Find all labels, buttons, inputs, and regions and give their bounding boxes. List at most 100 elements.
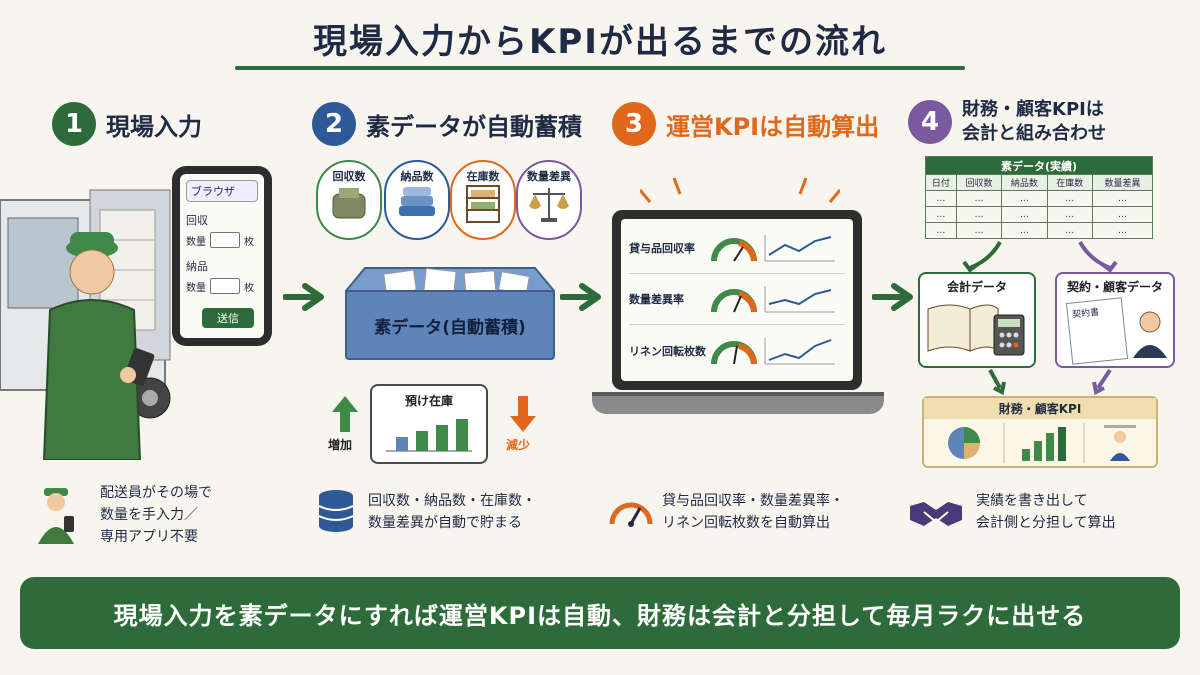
contract-document: 契約書 [1065, 297, 1129, 365]
flow-arrow-2 [560, 283, 601, 311]
data-circle-delivery: 納品数 [384, 160, 450, 240]
step3-title: 運営KPIは自動算出 [666, 112, 880, 141]
table-row: …………… [925, 222, 1154, 239]
phone-mockup: ブラウザ 回収 数量 枚 納品 数量 枚 送信 [172, 166, 272, 346]
delivery-worker-icon [38, 488, 74, 544]
table-header: 日付 [925, 174, 957, 191]
step3-number: 3 [612, 102, 656, 146]
contract-title: 契約・顧客データ [1066, 280, 1163, 294]
send-button[interactable]: 送信 [202, 308, 254, 328]
data-circle-difference: 数量差異 [516, 160, 582, 240]
sparkle-lines-icon [640, 177, 840, 203]
collection-qty-input[interactable] [210, 232, 240, 248]
person-icon [1133, 311, 1167, 358]
step2-number: 2 [312, 102, 356, 146]
increase-arrow-icon [332, 396, 358, 432]
step4-header: 4 財務・顧客KPIは 会計と組み合わせ [908, 98, 1106, 146]
kpi-name: リネン回転枚数 [629, 344, 706, 358]
data-circle-collection: 回収数 [316, 160, 382, 240]
line-chart-icon [764, 286, 835, 313]
kpi-dashboard: 貸与品回収率 数量差異率 リネン回転枚数 [621, 219, 853, 381]
gauge-icon [711, 340, 757, 364]
collection-qty-label: 数量 [186, 236, 206, 248]
table-header: 数量差異 [1091, 174, 1154, 191]
data-circle-label: 回収数 [332, 170, 366, 183]
raw-data-table: 素データ(実績) 日付 回収数 納品数 在庫数 数量差異 …………… ……………… [925, 156, 1154, 239]
flow-arrow-1 [283, 283, 324, 311]
collection-unit-label: 枚 [244, 236, 254, 248]
step3-header: 3 運営KPIは自動算出 [612, 102, 879, 146]
step4-title-line1: 財務・顧客KPIは [962, 99, 1104, 120]
papers-in-box-illustration [345, 267, 555, 295]
step4-title-line2: 会計と組み合わせ [962, 123, 1106, 144]
decrease-arrow-icon [510, 396, 536, 432]
inventory-card: 預け在庫 [370, 384, 488, 464]
kpi-name: 数量差異率 [629, 293, 684, 306]
step2-title: 素データが自動蓄積 [366, 112, 582, 141]
fin-kpi-title: 財務・顧客KPI [924, 398, 1156, 419]
inventory-bar-chart [386, 419, 472, 452]
data-circle-inventory: 在庫数 [450, 160, 516, 240]
database-icon [318, 490, 354, 532]
delivery-qty-input[interactable] [210, 278, 240, 294]
title-underline [235, 66, 965, 70]
raw-table-caption: 素データ(実績) [925, 156, 1153, 175]
flow-arrow-3 [872, 283, 913, 311]
kpi-row: 貸与品回収率 [629, 223, 845, 274]
scale-icon [529, 188, 569, 222]
table-header: 在庫数 [1046, 174, 1093, 191]
step4-number: 4 [908, 100, 952, 144]
caption-step4: 実績を書き出して 会計側と分担して算出 [976, 493, 1116, 531]
speedometer-icon [609, 502, 653, 527]
line-chart-icon [764, 337, 835, 364]
data-circle-label: 数量差異 [527, 170, 571, 183]
fin-kpi-charts [948, 423, 1136, 463]
split-arrows-icon [962, 240, 1118, 273]
raw-data-box: 素データ(自動蓄積) [345, 290, 555, 360]
caption-step3: 貸与品回収率・数量差異率・ リネン回転枚数を自動算出 [662, 493, 844, 531]
fin-kpi-card: 財務・顧客KPI [922, 396, 1158, 468]
accounting-data-card: 会計データ [918, 272, 1036, 368]
kpi-name: 貸与品回収率 [629, 242, 695, 255]
shelf-icon [466, 185, 500, 223]
accounting-title: 会計データ [946, 280, 1007, 294]
gauge-icon [711, 238, 757, 262]
laundry-bags-icon [332, 188, 366, 219]
laptop-base [592, 392, 884, 414]
table-header: 回収数 [955, 174, 1003, 191]
table-row: …………… [925, 190, 1154, 207]
step2-header: 2 素データが自動蓄積 [312, 102, 582, 146]
increase-label: 増加 [328, 438, 353, 452]
delivery-qty-label: 数量 [186, 282, 206, 294]
delivery-unit-label: 枚 [244, 282, 254, 294]
contract-doc-label: 契約書 [1071, 307, 1100, 321]
browser-bar: ブラウザ [186, 180, 258, 202]
phone-screen: ブラウザ 回収 数量 枚 納品 数量 枚 送信 [180, 174, 264, 338]
table-row: …………… [925, 206, 1154, 223]
ledger-calculator-icon [927, 304, 1025, 356]
data-circle-label: 在庫数 [466, 170, 500, 183]
table-header: 納品数 [1001, 174, 1048, 191]
laptop-screen: 貸与品回収率 数量差異率 リネン回転枚数 [612, 210, 862, 390]
step1-title: 現場入力 [106, 112, 202, 141]
step1-header: 1 現場入力 [52, 102, 202, 146]
data-circle-label: 納品数 [400, 170, 434, 183]
delivery-section-label: 納品 [186, 260, 208, 273]
page-title: 現場入力からKPIが出るまでの流れ [313, 22, 887, 62]
step1-number: 1 [52, 102, 96, 146]
caption-step1: 配送員がその場で 数量を手入力／ 専用アプリ不要 [100, 485, 212, 545]
collection-section-label: 回収 [186, 214, 208, 227]
contract-data-card: 契約・顧客データ 契約書 [1055, 272, 1175, 368]
caption-step2: 回収数・納品数・在庫数・ 数量差異が自動で貯まる [368, 493, 536, 531]
decrease-label: 減少 [506, 438, 531, 452]
kpi-row: 数量差異率 [629, 274, 845, 325]
gauge-icon [711, 289, 757, 313]
merge-arrows-icon [988, 368, 1112, 395]
inventory-title: 預け在庫 [404, 394, 453, 408]
truck-worker-illustration [0, 189, 171, 460]
handshake-icon [910, 502, 962, 526]
folded-linens-icon [399, 187, 435, 216]
line-chart-icon [764, 235, 835, 262]
summary-banner: 現場入力を素データにすれば運営KPIは自動、財務は会計と分担して毎月ラクに出せる [20, 577, 1180, 649]
kpi-row: リネン回転枚数 [629, 325, 845, 376]
